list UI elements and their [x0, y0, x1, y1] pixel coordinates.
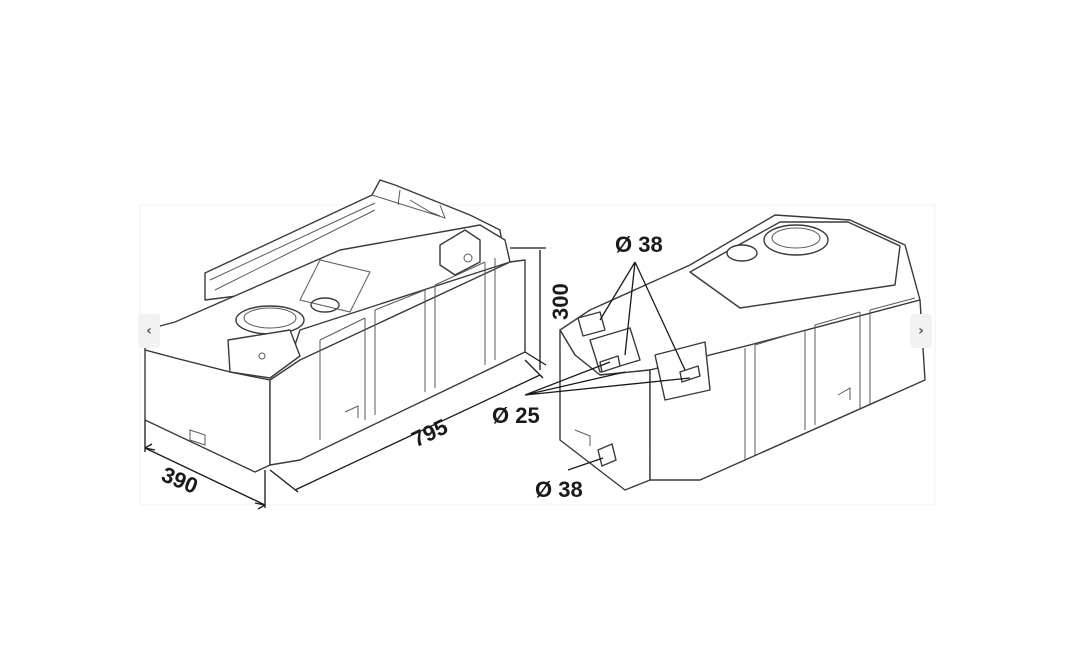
- dim-width-label: 390: [158, 462, 201, 499]
- chevron-left-icon: ‹: [146, 323, 152, 339]
- dim-height-label: 300: [548, 283, 573, 320]
- image-frame: [139, 204, 936, 506]
- chevron-right-icon: ›: [918, 323, 924, 339]
- callout-bottom-outlet: Ø 38: [535, 477, 583, 502]
- right-leader-lines: [524, 261, 691, 471]
- left-dimension-lines: [144, 247, 547, 510]
- next-image-button[interactable]: ›: [910, 314, 932, 348]
- prev-image-button[interactable]: ‹: [138, 314, 160, 348]
- callout-side-outlets: Ø 25: [492, 403, 540, 428]
- left-tank-drawing: [144, 179, 526, 473]
- callout-top-outlets: Ø 38: [615, 232, 663, 257]
- right-tank-drawing: [559, 214, 926, 491]
